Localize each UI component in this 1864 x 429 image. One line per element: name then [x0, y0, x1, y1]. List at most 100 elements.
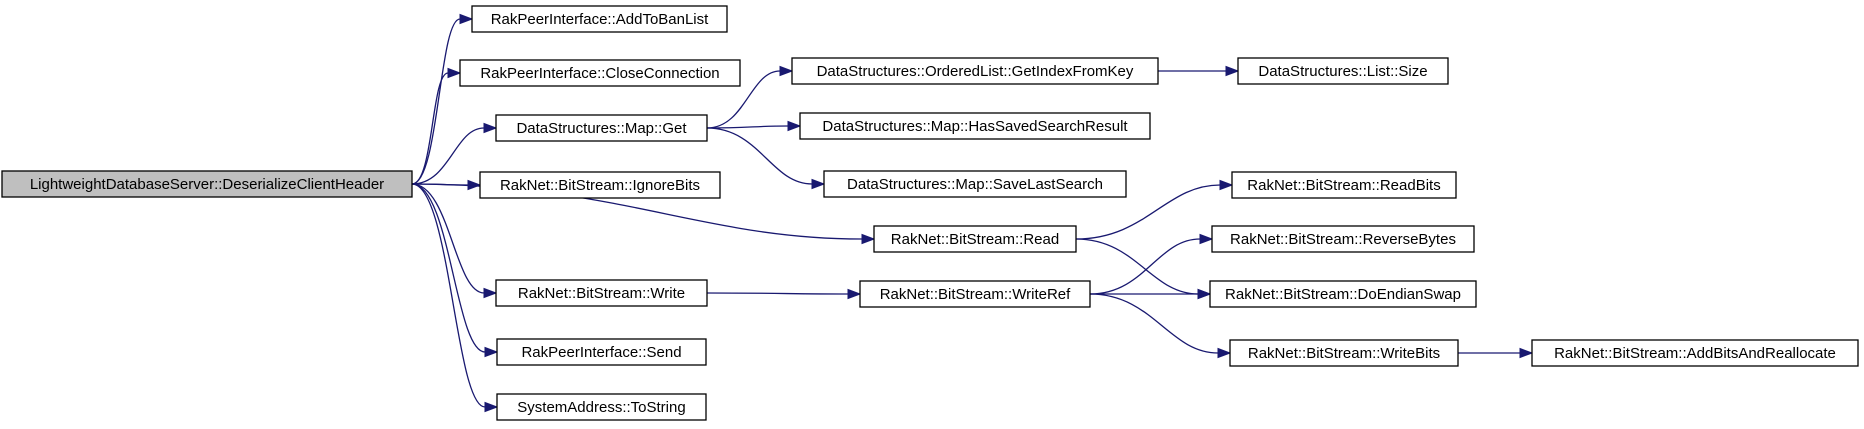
edge-read-to-readbits — [1075, 179, 1234, 240]
node-label: SystemAddress::ToString — [517, 399, 685, 416]
edge-read-to-endianswap — [1075, 238, 1212, 300]
edge-root-to-closeconn — [411, 67, 462, 185]
node-label: RakNet::BitStream::WriteRef — [880, 286, 1071, 303]
edge-line — [411, 183, 486, 353]
edge-write-to-writeref — [706, 288, 862, 300]
node-label: DataStructures::OrderedList::GetIndexFro… — [817, 63, 1134, 80]
node-raknet-bitstream-readbits[interactable]: RakNet::BitStream::ReadBits — [1231, 171, 1457, 199]
arrowhead-icon — [1197, 288, 1212, 300]
call-edges — [411, 13, 1534, 413]
node-raknet-bitstream-writeref[interactable]: RakNet::BitStream::WriteRef — [859, 280, 1091, 308]
node-raknet-bitstream-ignorebits[interactable]: RakNet::BitStream::IgnoreBits — [479, 171, 721, 199]
arrowhead-icon — [1225, 65, 1240, 77]
node-box — [1531, 339, 1859, 367]
node-label: LightweightDatabaseServer::DeserializeCl… — [30, 176, 384, 193]
arrowhead-icon — [483, 287, 498, 299]
node-box — [495, 279, 708, 307]
edge-line — [411, 183, 485, 294]
arrowhead-icon — [447, 67, 462, 79]
edge-line — [1075, 238, 1199, 295]
node-box — [495, 114, 708, 142]
edge-writebits-to-addbits — [1458, 347, 1534, 359]
node-box — [859, 280, 1091, 308]
node-raknet-bitstream-read[interactable]: RakNet::BitStream::Read — [873, 225, 1077, 253]
node-rakpeerinterface-addtobanlist[interactable]: RakPeerInterface::AddToBanList — [471, 5, 728, 33]
node-label: RakNet::BitStream::IgnoreBits — [500, 177, 700, 194]
node-datastructures-map-get[interactable]: DataStructures::Map::Get — [495, 114, 708, 142]
node-label: DataStructures::List::Size — [1258, 63, 1427, 80]
node-label: RakNet::BitStream::WriteBits — [1248, 345, 1440, 362]
node-raknet-bitstream-writebits[interactable]: RakNet::BitStream::WriteBits — [1229, 339, 1459, 367]
node-box — [1229, 339, 1459, 367]
node-datastructures-map-savelastsearch[interactable]: DataStructures::Map::SaveLastSearch — [823, 170, 1127, 198]
arrowhead-icon — [484, 401, 499, 413]
edge-writeref-to-endianswap — [1089, 288, 1212, 300]
node-label: RakNet::BitStream::Write — [518, 285, 685, 302]
node-box — [479, 171, 721, 199]
node-box — [496, 338, 707, 366]
node-box — [1211, 225, 1475, 253]
edge-line — [1075, 184, 1221, 240]
edge-line — [706, 127, 813, 185]
node-label: RakNet::BitStream::ReadBits — [1247, 177, 1440, 194]
edge-writeref-to-reversebytes — [1089, 233, 1214, 295]
node-systemaddress-tostring[interactable]: SystemAddress::ToString — [496, 393, 707, 421]
edge-root-to-addban — [411, 13, 474, 185]
node-datastructures-map-hassavedsearchresult[interactable]: DataStructures::Map::HasSavedSearchResul… — [799, 112, 1151, 140]
node-box — [496, 393, 707, 421]
node-box — [459, 59, 741, 87]
edge-root-to-tostring — [411, 183, 499, 413]
node-label: RakPeerInterface::Send — [521, 344, 681, 361]
arrowhead-icon — [484, 346, 499, 358]
node-raknet-bitstream-write[interactable]: RakNet::BitStream::Write — [495, 279, 708, 307]
node-label: RakNet::BitStream::AddBitsAndReallocate — [1554, 345, 1836, 362]
arrowhead-icon — [787, 120, 802, 132]
edge-root-to-mapget — [411, 122, 498, 185]
edge-line — [706, 125, 789, 129]
node-raknet-bitstream-doendianswap[interactable]: RakNet::BitStream::DoEndianSwap — [1209, 280, 1477, 308]
arrowhead-icon — [1199, 233, 1214, 245]
arrowhead-icon — [459, 13, 474, 25]
node-box — [1209, 280, 1477, 308]
node-label: RakPeerInterface::AddToBanList — [491, 11, 709, 28]
node-datastructures-list-size[interactable]: DataStructures::List::Size — [1237, 57, 1449, 85]
node-label: DataStructures::Map::SaveLastSearch — [847, 176, 1103, 193]
edge-getindex-to-listsize — [1158, 65, 1240, 77]
node-box — [471, 5, 728, 33]
edge-line — [706, 70, 781, 129]
node-box — [1231, 171, 1457, 199]
edge-line — [411, 183, 486, 408]
arrowhead-icon — [483, 122, 498, 134]
node-label: RakNet::BitStream::Read — [891, 231, 1059, 248]
node-lightweightdatabaseserver-deserializeclientheader[interactable]: LightweightDatabaseServer::DeserializeCl… — [1, 170, 413, 198]
node-box — [1237, 57, 1449, 85]
arrowhead-icon — [811, 178, 826, 190]
edge-mapget-to-savelast — [706, 127, 826, 190]
arrowhead-icon — [1519, 347, 1534, 359]
arrowhead-icon — [779, 65, 794, 77]
node-label: DataStructures::Map::Get — [516, 120, 687, 137]
node-label: DataStructures::Map::HasSavedSearchResul… — [822, 118, 1128, 135]
node-raknet-bitstream-addbitsandreallocate[interactable]: RakNet::BitStream::AddBitsAndReallocate — [1531, 339, 1859, 367]
node-box — [823, 170, 1127, 198]
node-label: RakNet::BitStream::DoEndianSwap — [1225, 286, 1461, 303]
call-nodes: LightweightDatabaseServer::DeserializeCl… — [1, 5, 1859, 421]
node-box — [799, 112, 1151, 140]
edge-mapget-to-hassaved — [706, 120, 802, 132]
node-box — [791, 57, 1159, 85]
node-rakpeerinterface-closeconnection[interactable]: RakPeerInterface::CloseConnection — [459, 59, 741, 87]
arrowhead-icon — [1219, 179, 1234, 191]
edge-line — [1089, 293, 1219, 354]
node-raknet-bitstream-reversebytes[interactable]: RakNet::BitStream::ReverseBytes — [1211, 225, 1475, 253]
edge-line — [411, 72, 449, 185]
arrowhead-icon — [861, 233, 876, 245]
node-label: RakNet::BitStream::ReverseBytes — [1230, 231, 1456, 248]
node-datastructures-orderedlist-getindexfromkey[interactable]: DataStructures::OrderedList::GetIndexFro… — [791, 57, 1159, 85]
edge-root-to-send — [411, 183, 499, 358]
edge-line — [411, 127, 485, 185]
edge-mapget-to-getindex — [706, 65, 794, 129]
node-rakpeerinterface-send[interactable]: RakPeerInterface::Send — [496, 338, 707, 366]
edge-line — [1089, 238, 1201, 295]
edge-line — [706, 292, 849, 295]
